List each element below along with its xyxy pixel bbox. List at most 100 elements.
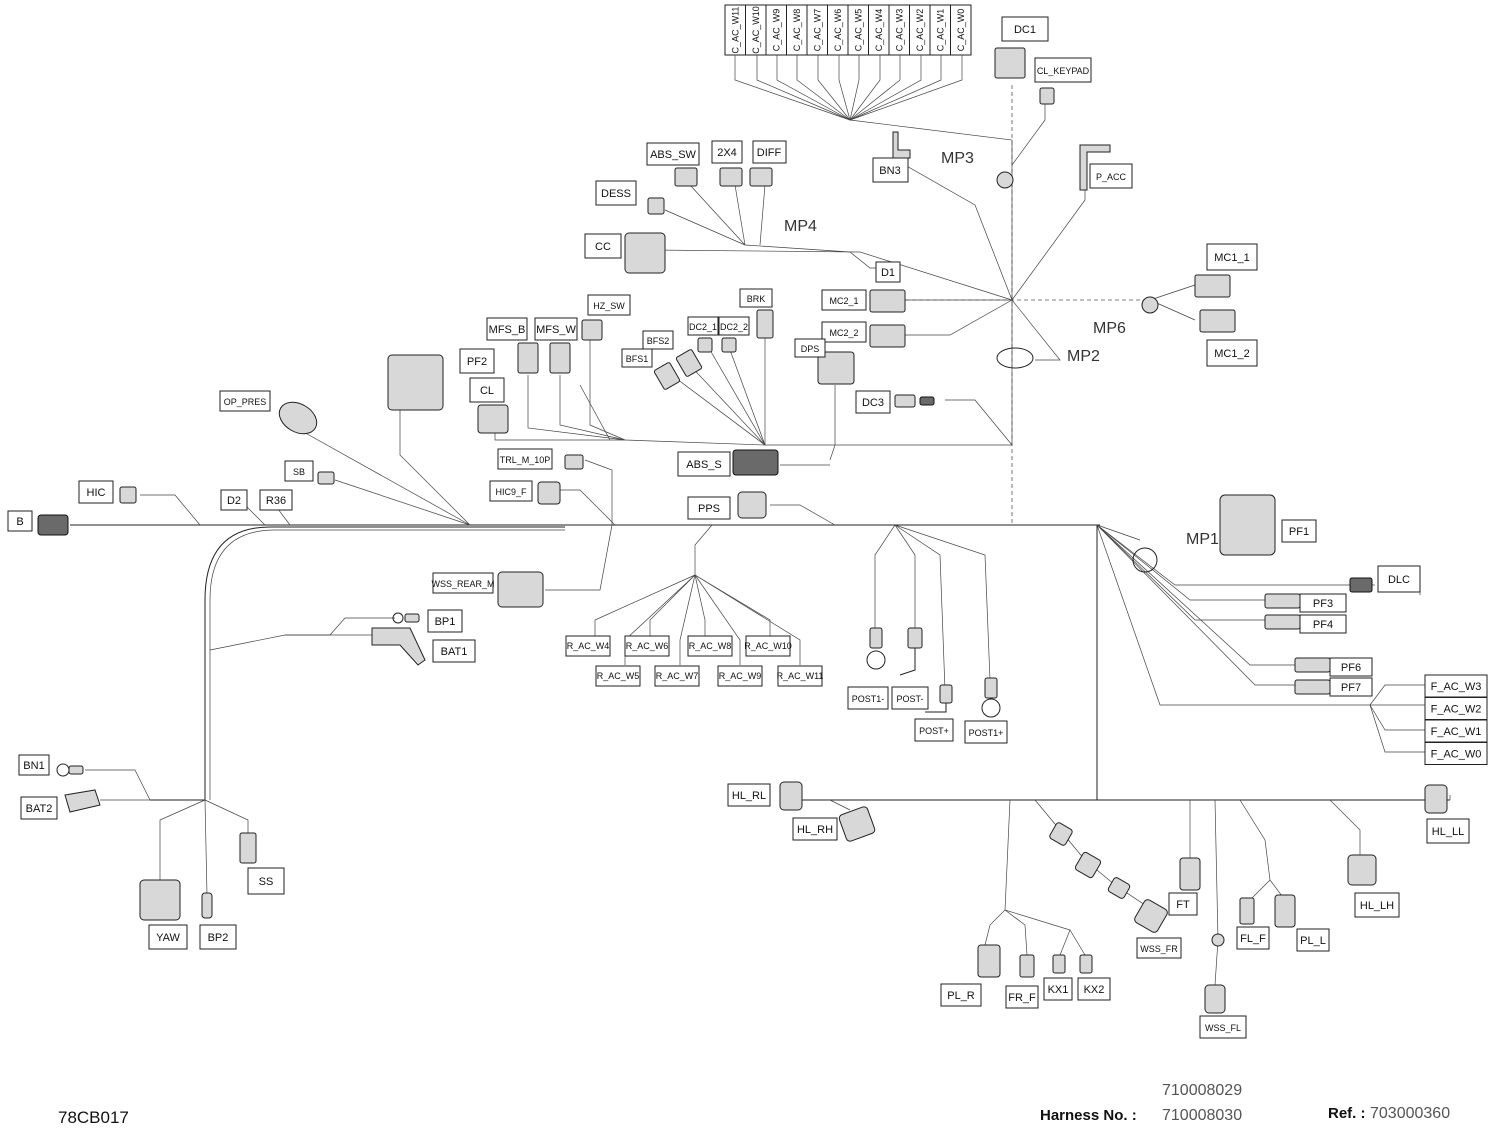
connector-b-shape — [37, 514, 69, 536]
connector-hl-rl-shape — [779, 781, 803, 811]
label-mfs-w: MFS_W — [534, 317, 578, 341]
top-connector-label: C_AC_W7 — [812, 9, 822, 52]
connector-mp6-shape — [1141, 296, 1159, 314]
connector-hl-ll-shape — [1424, 784, 1448, 814]
label-bp1: BP1 — [427, 609, 463, 633]
connector-p-acc-shape — [1079, 144, 1111, 191]
label-2x4: 2X4 — [711, 140, 743, 164]
label-bfs1-text: BFS1 — [626, 354, 649, 364]
label-mp6: MP6 — [1093, 320, 1126, 337]
label-wss-fl-text: WSS_FL — [1205, 1023, 1241, 1033]
label-dc1: DC1 — [1001, 16, 1049, 42]
connector-mp3-shape — [996, 171, 1014, 189]
label-pf2: PF2 — [459, 348, 495, 374]
connector-bp1-sleeve-shape — [404, 613, 420, 623]
label-fl-f: FL_F — [1236, 926, 1270, 950]
connector-ss-shape — [239, 832, 257, 864]
label-mfs-b: MFS_B — [486, 317, 528, 341]
connector-bfs2-shape — [675, 349, 703, 377]
label-ft: FT — [1168, 892, 1198, 916]
top-connector-label: C_AC_W8 — [792, 9, 802, 52]
connector-pl-l-shape — [1274, 894, 1296, 928]
label-d2: D2 — [220, 489, 248, 511]
label-pf1: PF1 — [1281, 519, 1317, 543]
label-bp2: BP2 — [199, 924, 237, 950]
label-mc1-2-text: MC1_2 — [1214, 348, 1249, 360]
label-mc2-1-text: MC2_1 — [829, 296, 858, 306]
label-pf6: PF6 — [1329, 657, 1373, 677]
connector-wss-fl-clip — [1211, 933, 1225, 947]
label-abs-sw: ABS_SW — [646, 142, 700, 166]
connector-bn1-ring — [56, 763, 70, 777]
connector-abs-s-shape — [732, 449, 779, 476]
label-yaw-text: YAW — [156, 932, 180, 944]
connector-bat1-shape — [371, 627, 426, 666]
rear_connectors_row1-box — [745, 635, 791, 657]
front-connector-label: F_AC_W3 — [1431, 681, 1482, 693]
connector-mfs-w-shape — [549, 342, 571, 374]
label-bn3: BN3 — [872, 157, 909, 183]
label-mp3: MP3 — [941, 150, 974, 167]
front-connector-box — [1424, 742, 1488, 765]
connector-mc1-1-shape — [1194, 274, 1231, 298]
label-yaw: YAW — [148, 924, 188, 950]
label-ss-text: SS — [259, 876, 274, 888]
connector-mc2-1-shape — [869, 289, 906, 313]
connector-wss-rear-m-shape — [497, 571, 544, 608]
top-fan-wires — [734, 55, 1013, 300]
top-connector-label: C_AC_W6 — [833, 9, 843, 52]
label-bn1: BN1 — [18, 754, 50, 776]
label-abs-s: ABS_S — [677, 451, 731, 477]
label-ss: SS — [247, 867, 285, 895]
connector-wss-fr-shape — [1134, 899, 1168, 933]
connector-pf6-shape — [1294, 657, 1331, 673]
front-connector-label: F_AC_W1 — [1431, 726, 1482, 738]
label-pf7-text: PF7 — [1341, 682, 1361, 694]
label-sb: SB — [284, 460, 314, 482]
label-dc1-text: DC1 — [1014, 24, 1036, 36]
connector-pf3-shape — [1264, 593, 1301, 609]
rear_connectors_row1-label: R_AC_W4 — [567, 641, 610, 651]
label-diff: DIFF — [752, 140, 787, 164]
rear-wires — [545, 524, 801, 665]
rear_connectors_row2-box — [717, 665, 763, 687]
label-d1-text: D1 — [881, 267, 895, 279]
front-connector-label: F_AC_W0 — [1431, 749, 1482, 761]
label-brk-text: BRK — [747, 294, 766, 304]
label-mc1-1: MC1_1 — [1206, 243, 1258, 271]
rear_connectors_row2-label: R_AC_W9 — [719, 671, 762, 681]
label-hic9-f-text: HIC9_F — [495, 487, 527, 497]
label-d1: D1 — [875, 261, 901, 283]
label-mc1-1-text: MC1_1 — [1214, 252, 1249, 264]
connector-ft-shape — [1179, 857, 1201, 891]
label-post-plus-text: POST+ — [919, 726, 949, 736]
connector-post1-minus-sleeve — [869, 627, 883, 649]
connector-post1-minus-ring — [866, 650, 886, 670]
connector-hl-lh-shape — [1347, 854, 1377, 886]
connector-dc3-mate-shape — [919, 396, 935, 406]
label-pl-l-text: PL_L — [1300, 935, 1326, 947]
label-bfs2-text: BFS2 — [647, 336, 670, 346]
connector-hic-shape — [119, 486, 137, 504]
label-kx2-text: KX2 — [1084, 984, 1105, 996]
label-post1-minus: POST1- — [847, 686, 889, 710]
connector-bfs1-shape — [653, 362, 681, 390]
label-pf4: PF4 — [1299, 614, 1347, 634]
label-mp2: MP2 — [1067, 348, 1100, 365]
label-pl-r-text: PL_R — [947, 990, 975, 1002]
label-diff-text: DIFF — [757, 147, 782, 159]
top-connector-label: C_AC_W3 — [894, 9, 904, 52]
connector-dps-shape — [817, 351, 855, 385]
label-dlc-text: DLC — [1388, 574, 1410, 586]
post-wires — [874, 524, 991, 691]
label-mp4: MP4 — [784, 218, 817, 235]
connector-post-plus-lug — [925, 703, 947, 713]
connector-chain-2 — [1074, 851, 1102, 879]
label-hl-lh: HL_LH — [1354, 892, 1400, 918]
ref-label: Ref. : — [1328, 1105, 1366, 1122]
label-hz-sw-text: HZ_SW — [593, 301, 625, 311]
connector-cl-keypad-shape — [1039, 87, 1055, 105]
label-trl-m-10p-text: TRL_M_10P — [500, 455, 551, 465]
